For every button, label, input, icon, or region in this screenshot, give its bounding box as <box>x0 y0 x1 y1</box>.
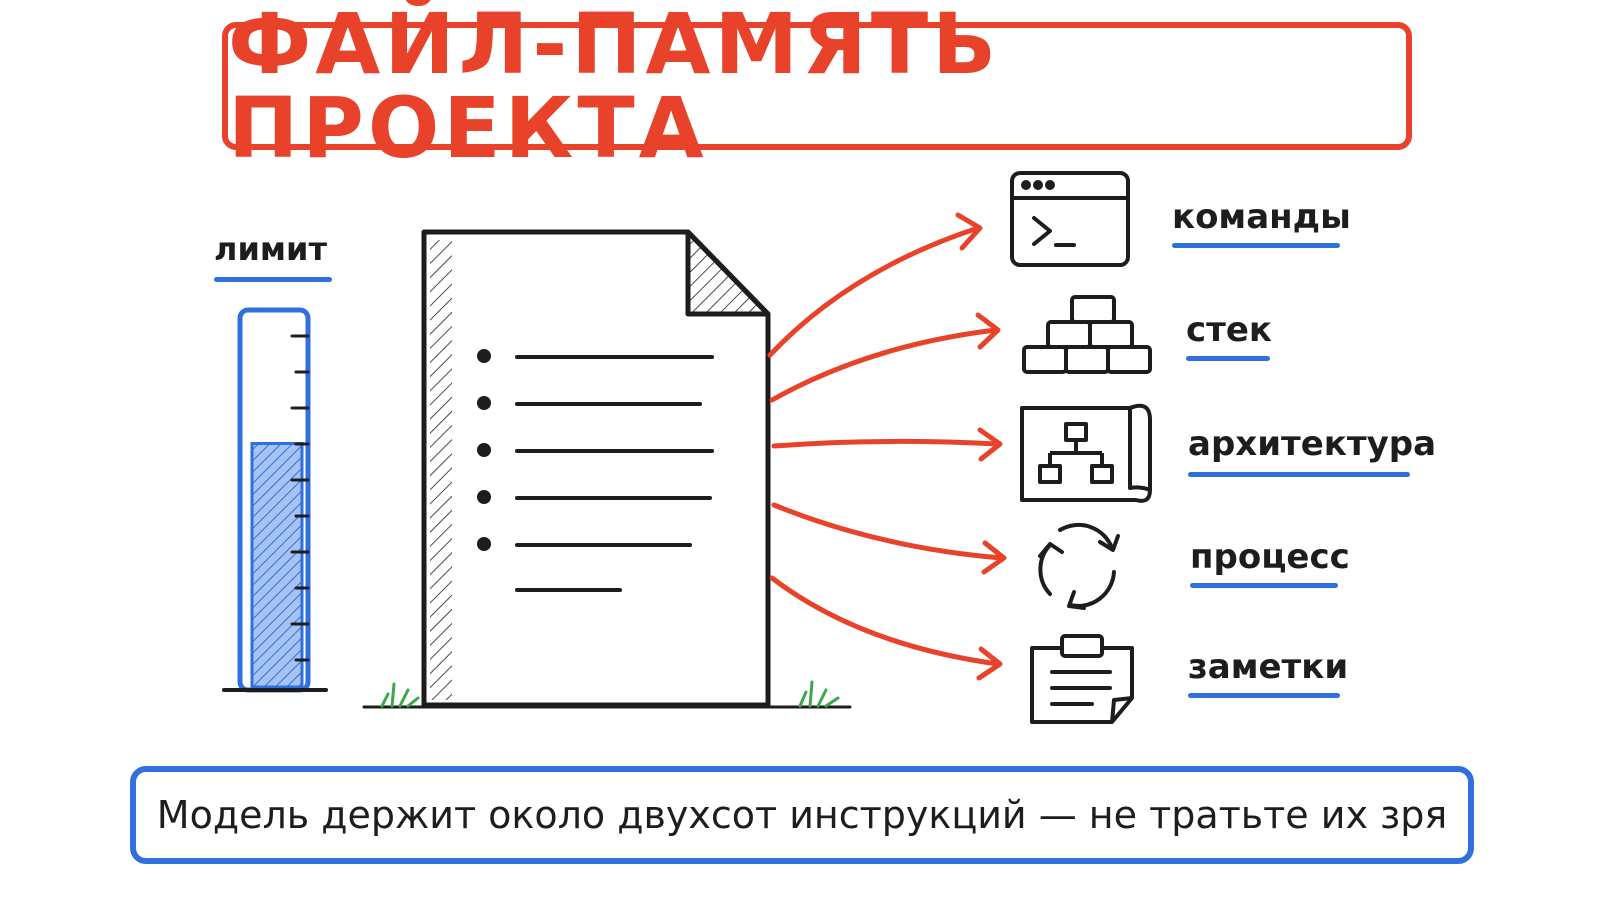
blueprint-icon <box>1020 403 1152 503</box>
caption-text: Модель держит около двухсот инструкций —… <box>156 793 1448 837</box>
arrow-commands <box>767 225 981 358</box>
grass-icon <box>380 680 840 708</box>
arrow-process <box>771 502 1005 561</box>
underline-stack <box>1186 356 1270 361</box>
label-notes: заметки <box>1188 647 1349 687</box>
caption-frame: Модель держит около двухсот инструкций —… <box>130 766 1474 864</box>
gauge-ticks <box>290 334 310 662</box>
terminal-icon <box>1010 171 1130 267</box>
arrow-stack <box>769 327 999 403</box>
bricks-stack-icon <box>1022 295 1152 374</box>
cycle-icon <box>1038 522 1120 610</box>
label-process: процесс <box>1190 537 1350 577</box>
clipboard-icon <box>1030 634 1134 724</box>
gauge-fill <box>250 442 304 689</box>
arrow-architecture <box>771 438 1001 449</box>
label-commands: команды <box>1172 197 1351 237</box>
underline-commands <box>1172 243 1340 248</box>
limit-underline <box>214 277 332 282</box>
page-title: ФАЙЛ-ПАМЯТЬ ПРОЕКТА <box>228 0 1001 177</box>
label-stack: стек <box>1186 310 1272 350</box>
label-architecture: архитектура <box>1188 424 1437 464</box>
arrows <box>767 212 1007 681</box>
arrow-notes <box>769 575 1001 667</box>
document-bullets <box>477 349 491 551</box>
underline-notes <box>1188 693 1340 698</box>
document-lines <box>515 355 714 592</box>
underline-architecture <box>1188 472 1410 477</box>
limit-gauge <box>222 307 328 693</box>
underline-process <box>1190 583 1338 588</box>
document-icon <box>362 229 852 709</box>
limit-label: лимит <box>214 230 327 268</box>
title-frame: ФАЙЛ-ПАМЯТЬ ПРОЕКТА <box>222 2 1412 170</box>
